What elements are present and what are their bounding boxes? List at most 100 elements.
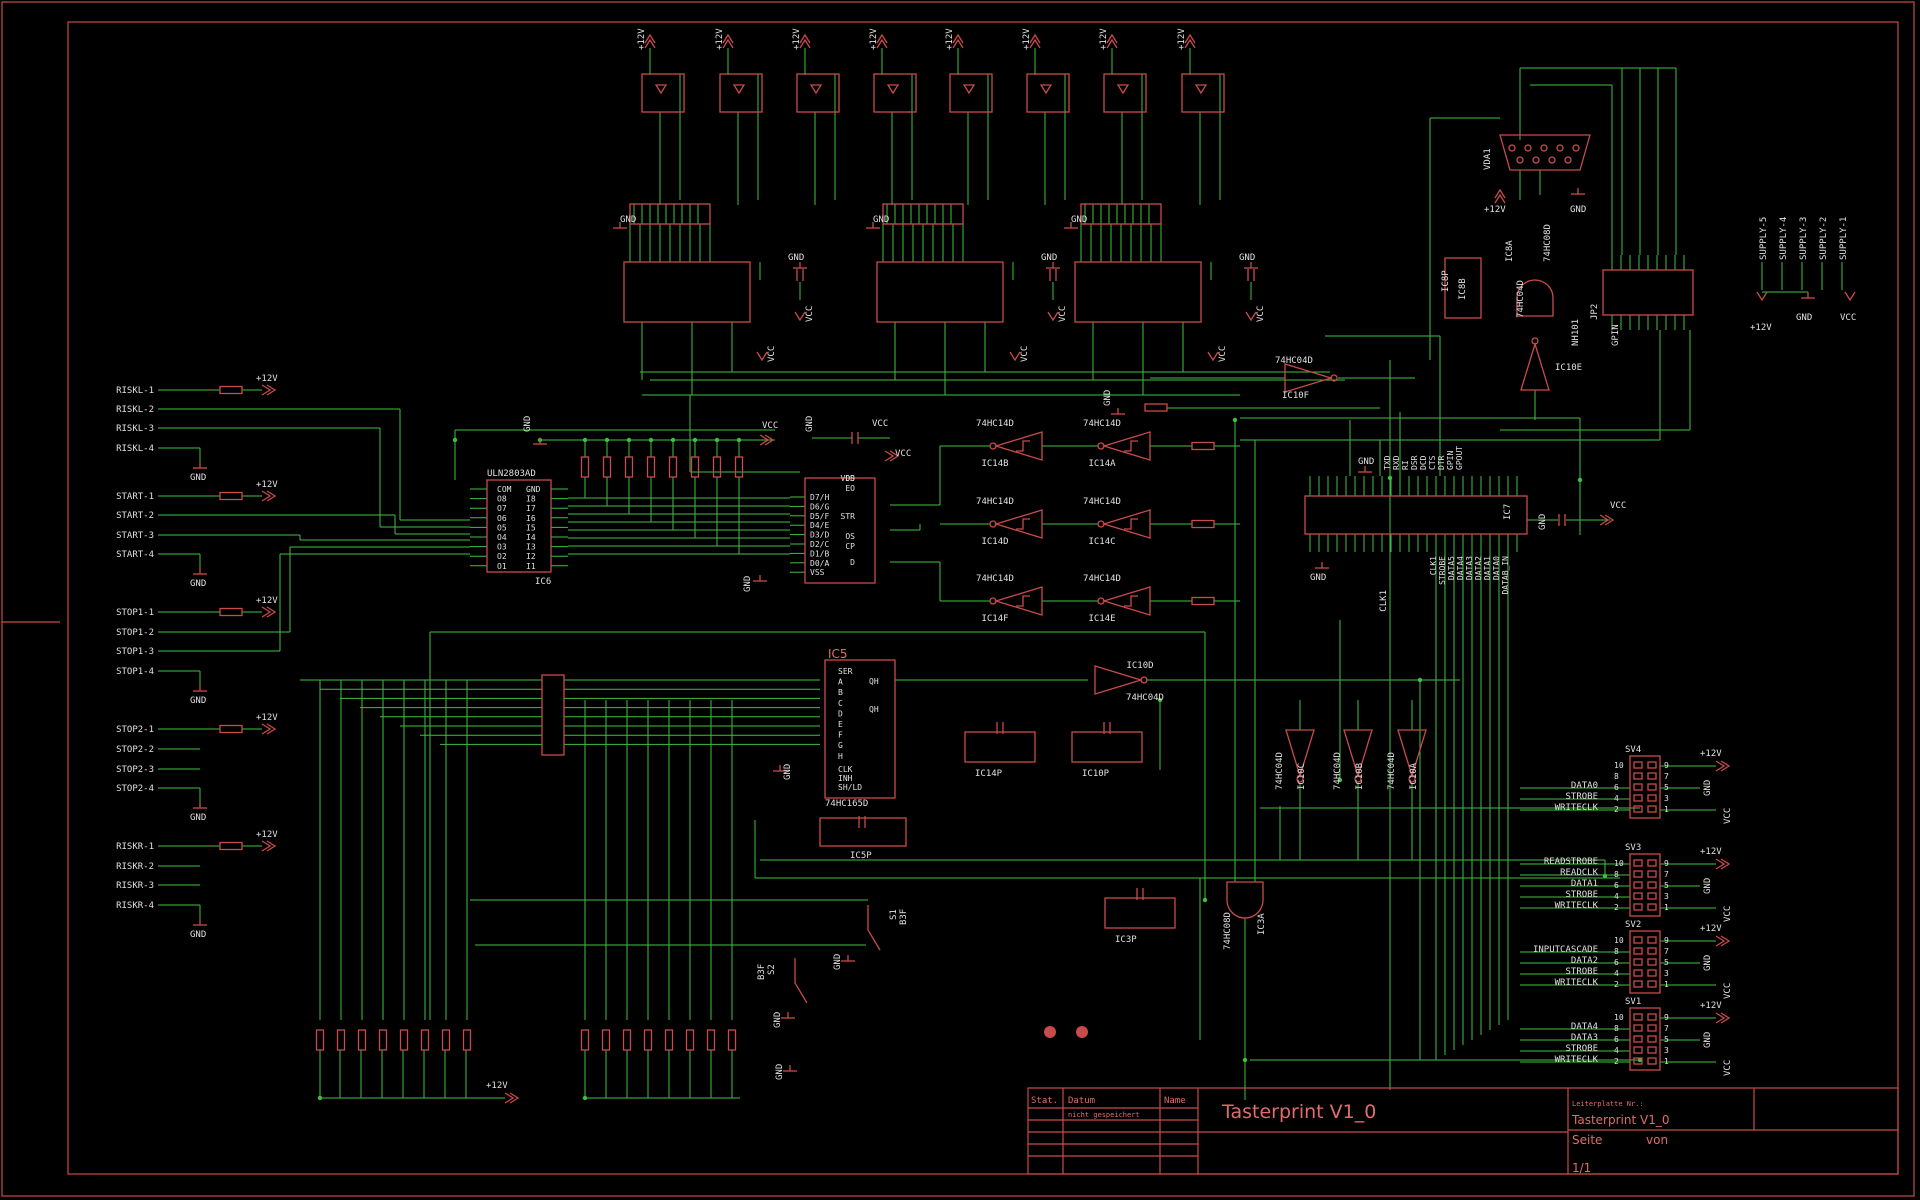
board-label: Leiterplatte Nr.:	[1572, 1100, 1644, 1108]
ref-ic14c: IC14C	[1088, 537, 1115, 547]
p12-top-3-2	[876, 38, 888, 49]
pulldown-resistor-bottom	[399, 1029, 409, 1051]
pin-num: 6	[1614, 783, 1619, 792]
uln-pin-i5: I5	[526, 523, 536, 532]
input-label-start-4: START-4	[116, 550, 154, 560]
connector-pin	[1633, 903, 1643, 911]
ic14p-block	[964, 731, 1036, 763]
pin-num: 5	[1664, 881, 1669, 890]
pin-num: 6	[1614, 958, 1619, 967]
p12-bottom-2	[509, 1092, 520, 1104]
pin-num: 4	[1614, 794, 1619, 803]
pin-num: 1	[1664, 805, 1669, 814]
gnd-label: GND	[1041, 253, 1057, 263]
ic165-pin-d: D	[838, 709, 843, 718]
ic7-bot-datab_in: DATAB_IN	[1501, 556, 1510, 595]
p12-sv	[1715, 1012, 1726, 1024]
p12-label: +12V	[715, 28, 725, 50]
gnd-label: GND	[1358, 457, 1374, 467]
gnd-label: GND	[1239, 253, 1255, 263]
connector-pin	[1633, 1046, 1643, 1054]
vcc-label: VCC	[1256, 306, 1266, 322]
shift-register-ic2	[876, 261, 1004, 323]
gnd-label: GND	[523, 416, 533, 432]
part-ic14b: 74HC14D	[976, 419, 1014, 429]
latch-pin-d7-h: D7/H	[810, 493, 829, 502]
series-resistor-0	[1191, 441, 1215, 451]
text-layer: RISKL-1+12VRISKL-2RISKL-3RISKL-4GNDSTART…	[116, 28, 1856, 1091]
sv-signal-readstrobe: READSTROBE	[1544, 857, 1598, 867]
pin-num: 4	[1614, 892, 1619, 901]
supply-supply-5: SUPPLY-5	[1759, 217, 1769, 260]
uln-series-resistor	[602, 456, 612, 478]
uln-pin-i2: I2	[526, 552, 536, 561]
pulldown-resistor-bottom	[441, 1029, 451, 1051]
p12-top-4	[952, 33, 964, 44]
ref-ic14d: IC14D	[981, 537, 1008, 547]
connector-pin	[1633, 936, 1643, 944]
p12-label: +12V	[256, 480, 278, 490]
vcc-label: VCC	[805, 306, 815, 322]
connector-pin	[1647, 969, 1657, 977]
p12-top-7-2	[1184, 38, 1196, 49]
schmitt-ic14d-bubble	[989, 520, 997, 528]
vcc-label: VCC	[762, 421, 778, 431]
gnd-label: GND	[788, 253, 804, 263]
connector-pin	[1633, 881, 1643, 889]
connector-pin	[1647, 1013, 1657, 1021]
pin-num: 3	[1664, 1046, 1669, 1055]
p12-arrow-8-2	[266, 606, 277, 618]
p12-top-7	[1184, 33, 1196, 44]
schmitt-ic14c-hysteresis	[1124, 518, 1138, 530]
ic165-pin-c: C	[838, 699, 843, 708]
mounting-hole-2	[1076, 1026, 1088, 1038]
gnd-label: GND	[190, 473, 206, 483]
ic7-sig-gpin: GPIN	[1446, 451, 1455, 470]
wire-junction	[1242, 1057, 1248, 1063]
opto-led-3	[796, 73, 840, 113]
vcc-ic7-2	[1604, 514, 1615, 526]
uln-pin-i8: I8	[526, 495, 536, 504]
uln-series-resistor	[690, 456, 700, 478]
drawing-title: Tasterprint V1_0	[1221, 1101, 1376, 1123]
latch-pin-vss: VSS	[810, 568, 825, 577]
schmitt-ic14c-bubble	[1097, 520, 1105, 528]
pin-num: 7	[1664, 772, 1669, 781]
connector-ref-sv1: SV1	[1625, 997, 1641, 1007]
ic7-bot-clk1: CLK1	[1429, 556, 1438, 575]
gnd-label: GND	[1570, 205, 1586, 215]
connector-pin	[1647, 783, 1657, 791]
p12-top-0	[644, 33, 656, 44]
gnd-label: GND	[1103, 390, 1113, 406]
ic165-pin-b: B	[838, 688, 843, 697]
wire-junction	[452, 437, 458, 443]
pin-num: 3	[1664, 969, 1669, 978]
p12-label: +12V	[1700, 1001, 1722, 1011]
pin-num: 3	[1664, 794, 1669, 803]
latch-right-os: OS	[845, 532, 855, 541]
led-icon	[1116, 84, 1130, 95]
ic165-qh-n: QH	[869, 705, 879, 714]
shift-register-ic3	[1074, 261, 1202, 323]
ic3p-block	[1104, 897, 1176, 929]
db9-pin	[1540, 144, 1548, 152]
uln-pin-o4: O4	[497, 533, 507, 542]
ic10c-ref: IC10C	[1297, 763, 1307, 790]
p12-arrow-4	[261, 490, 272, 502]
connector-pin	[1647, 761, 1657, 769]
vcc-ic7	[1599, 514, 1610, 526]
uln-series-resistor	[580, 456, 590, 478]
connector-ref-sv2: SV2	[1625, 920, 1641, 930]
latch-pin-d2-c: D2/C	[810, 540, 829, 549]
pullup-resistor-0	[219, 385, 243, 395]
supply-supply-4: SUPPLY-4	[1779, 217, 1789, 260]
connector-pin	[1633, 980, 1643, 988]
vcc-label: VCC	[1723, 983, 1733, 999]
part-ic14a: 74HC14D	[1083, 419, 1121, 429]
pin-num: 8	[1614, 772, 1619, 781]
gnd-label: GND	[190, 579, 206, 589]
connector-pin	[1647, 772, 1657, 780]
gnd-label: GND	[1703, 955, 1713, 971]
title-block-datum-header: Datum	[1068, 1096, 1095, 1106]
schmitt-ic14f	[993, 586, 1043, 616]
